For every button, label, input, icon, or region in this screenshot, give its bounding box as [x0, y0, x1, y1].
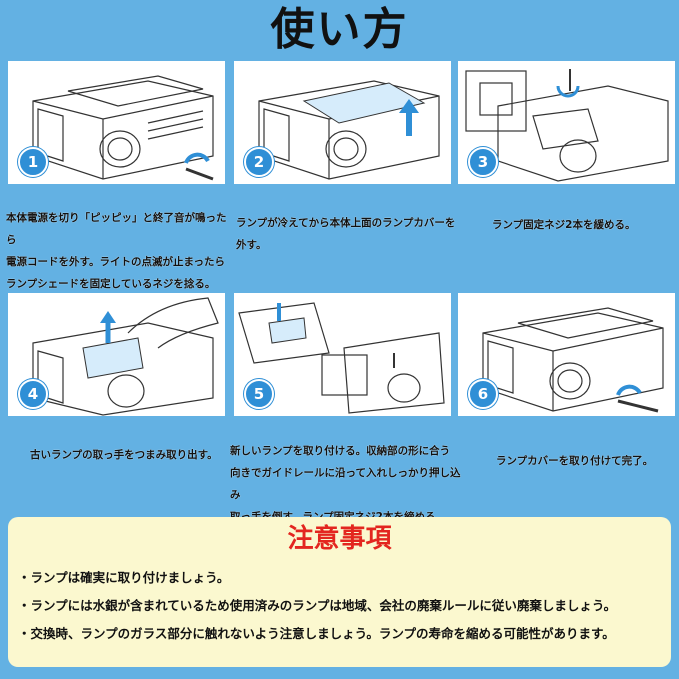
- notice-item: ・交換時、ランプのガラス部分に触れないよう注意しましょう。ランプの寿命を縮める可…: [18, 626, 615, 641]
- step-4-caption: 古いランプの取っ手をつまみ取り出す。: [30, 444, 230, 466]
- caption-line: ランプシェードを固定しているネジを捻る。: [6, 278, 216, 290]
- caption-line: 向きでガイドレールに沿って入れしっかり押し込み: [230, 467, 461, 501]
- step-2-caption: ランプが冷えてから本体上面のランプカバーを 外す。: [236, 212, 458, 256]
- step-1-caption: 本体電源を切り「ピッピッ」と終了音が鳴ったら 電源コードを外す。ライトの点滅が止…: [6, 207, 228, 295]
- caption-line: 外す。: [236, 239, 267, 251]
- caption-line: ランプ固定ネジ2本を緩める。: [492, 219, 636, 231]
- step-3-caption: ランプ固定ネジ2本を緩める。: [492, 214, 672, 236]
- step-5-badge: 5: [244, 379, 274, 409]
- step-5-illustration: 5: [234, 293, 451, 416]
- step-6-illustration: 6: [458, 293, 675, 416]
- step-3-badge: 3: [468, 147, 498, 177]
- step-5-caption: 新しいランプを取り付ける。収納部の形に合う 向きでガイドレールに沿って入れしっか…: [230, 440, 466, 528]
- caption-line: ランプカバーを取り付けて完了。: [496, 455, 654, 467]
- step-3-illustration: 3: [458, 61, 675, 184]
- projector-drawing: [238, 302, 445, 414]
- step-2-badge: 2: [244, 147, 274, 177]
- step-1-badge: 1: [18, 147, 48, 177]
- step-6-caption: ランプカバーを取り付けて完了。: [496, 450, 676, 472]
- notice-box: 注意事項 ・ランプは確実に取り付けましょう。 ・ランプには水銀が含まれているため…: [8, 517, 671, 667]
- step-1-illustration: 1: [8, 61, 225, 184]
- notice-item: ・ランプには水銀が含まれているため使用済みのランプは地域、会社の廃棄ルールに従い…: [18, 598, 617, 613]
- page-title: 使い方: [270, 4, 409, 55]
- step-4-illustration: 4: [8, 293, 225, 416]
- caption-line: 電源コードを外す。ライトの点滅が止まったら: [6, 256, 226, 268]
- step-6-badge: 6: [468, 379, 498, 409]
- caption-line: 新しいランプを取り付ける。収納部の形に合う: [230, 445, 451, 457]
- caption-line: 古いランプの取っ手をつまみ取り出す。: [30, 449, 218, 461]
- caption-line: 本体電源を切り「ピッピッ」と終了音が鳴ったら: [6, 212, 227, 246]
- step-4-badge: 4: [18, 379, 48, 409]
- notice-item: ・ランプは確実に取り付けましょう。: [18, 570, 230, 585]
- step-2-illustration: 2: [234, 61, 451, 184]
- notice-title: 注意事項: [287, 524, 392, 554]
- projector-drawing: [465, 69, 669, 182]
- caption-line: ランプが冷えてから本体上面のランプカバーを: [236, 217, 456, 229]
